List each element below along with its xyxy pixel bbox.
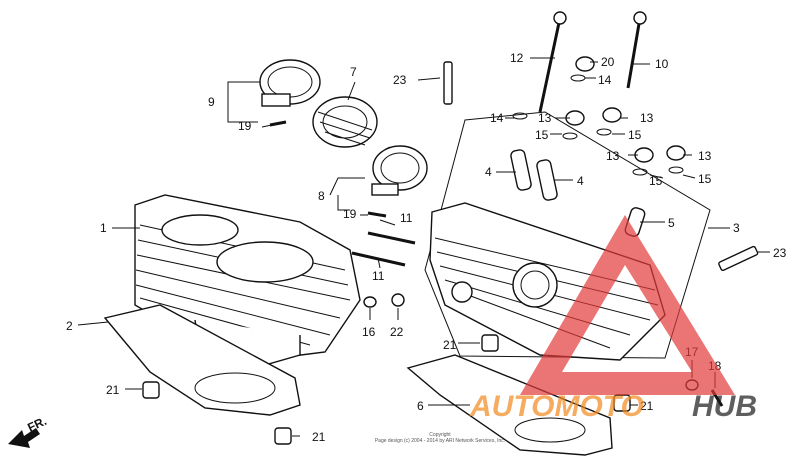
- watermark-brand-right: HUB: [692, 390, 757, 423]
- watermark-triangle-icon: [520, 215, 735, 395]
- cylinder-head: [429, 202, 666, 361]
- callout-7: 7: [350, 65, 357, 79]
- callout-14a: 14: [598, 73, 612, 87]
- callout-2: 2: [66, 319, 73, 333]
- clamp-lower: [371, 145, 428, 196]
- callout-13b: 13: [640, 111, 654, 125]
- watermark-brand-left: AUTOMOTO: [469, 390, 644, 423]
- callout-5: 5: [668, 216, 675, 230]
- callout-15d: 15: [698, 172, 712, 186]
- copyright-line2: Page design (c) 2004 - 2014 by ARI Netwo…: [374, 438, 506, 444]
- front-direction-label: FR.: [25, 414, 48, 435]
- dowel-pins: [142, 334, 631, 445]
- callout-21d: 21: [640, 399, 654, 413]
- head-gasket: [406, 354, 613, 456]
- callout-11a: 11: [400, 211, 413, 225]
- callout-21a: 21: [106, 383, 120, 397]
- copyright-line1: Copyright: [429, 432, 451, 438]
- callout-12: 12: [510, 51, 524, 65]
- callout-23b: 23: [773, 246, 787, 260]
- callout-15c: 15: [649, 174, 663, 188]
- callout-3: 3: [733, 221, 740, 235]
- callout-21c: 21: [443, 338, 457, 352]
- spark-plugs: [443, 61, 759, 272]
- callout-8: 8: [318, 189, 325, 203]
- insulator: [312, 96, 378, 148]
- callout-4b: 4: [577, 174, 584, 188]
- callout-16: 16: [362, 325, 376, 339]
- callout-20: 20: [601, 55, 615, 69]
- callout-11b: 11: [372, 269, 385, 283]
- callout-21b: 21: [312, 430, 326, 444]
- callout-14b: 14: [490, 111, 504, 125]
- small-fasteners: [363, 293, 405, 308]
- callout-4a: 4: [485, 165, 492, 179]
- callout-1: 1: [100, 221, 107, 235]
- callout-13a: 13: [538, 111, 552, 125]
- front-direction-indicator: FR.: [8, 414, 49, 448]
- callout-15b: 15: [628, 128, 642, 142]
- callout-6: 6: [417, 399, 424, 413]
- bolts: [538, 11, 647, 113]
- callout-23a: 23: [393, 73, 407, 87]
- callout-13c: 13: [606, 149, 620, 163]
- cylinder-gasket: [103, 304, 301, 416]
- callout-15a: 15: [535, 128, 549, 142]
- callout-19b: 19: [343, 207, 357, 221]
- callout-22: 22: [390, 325, 404, 339]
- callout-13d: 13: [698, 149, 712, 163]
- callout-9: 9: [208, 95, 215, 109]
- clamp-upper: [259, 59, 321, 107]
- head-outline-box: [424, 111, 711, 359]
- copyright-notice: Copyright Page design (c) 2004 - 2014 by…: [360, 432, 520, 444]
- callout-19a: 19: [238, 119, 252, 133]
- callout-10: 10: [655, 57, 669, 71]
- cap-nuts: [512, 56, 686, 176]
- valve-guides: [510, 149, 646, 237]
- watermark-logo: AUTOMOTO HUB: [469, 215, 757, 423]
